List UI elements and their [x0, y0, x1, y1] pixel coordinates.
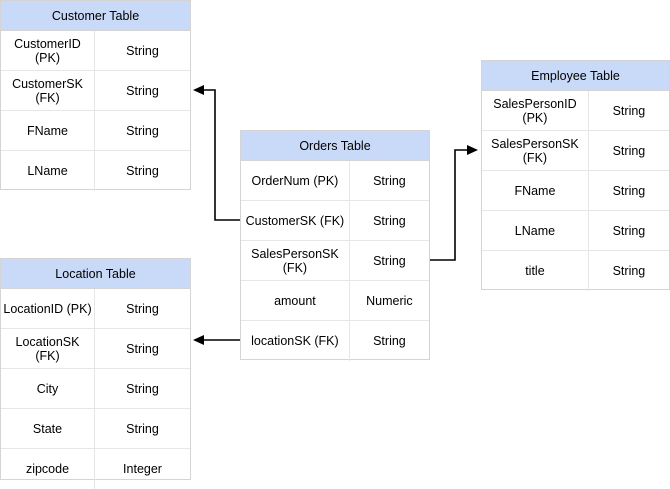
er-field-name: OrderNum (PK)	[241, 161, 350, 200]
er-field-row[interactable]: CustomerID (PK) String	[1, 31, 190, 71]
er-table-title-orders: Orders Table	[241, 131, 429, 161]
relationship-line	[430, 149, 473, 261]
er-field-type: Numeric	[366, 293, 413, 308]
er-field-type: String	[612, 264, 646, 278]
relationship-orders-customer	[193, 85, 240, 221]
er-field-name: CustomerID (PK)	[1, 31, 96, 70]
relationship-line	[198, 89, 240, 221]
relationship-orders-location	[193, 335, 240, 345]
er-field-row[interactable]: LocationSK (FK) String	[1, 329, 190, 369]
er-field-name: SalesPersonID (PK)	[482, 91, 589, 130]
er-field-type: String	[126, 381, 159, 396]
er-field-name: CustomerSK (FK)	[1, 71, 96, 110]
er-field-row[interactable]: title String	[482, 251, 669, 291]
er-field-type: String	[126, 164, 159, 178]
er-table-title-employee: Employee Table	[482, 61, 669, 91]
er-field-name: FName	[1, 111, 96, 150]
er-field-row[interactable]: SalesPersonID (PK) String	[482, 91, 669, 131]
relationship-orders-employee	[430, 145, 478, 261]
er-field-name: SalesPersonSK (FK)	[482, 131, 589, 170]
er-field-type: String	[126, 341, 159, 356]
er-field-type: String	[126, 301, 159, 316]
er-field-type: String	[612, 223, 646, 238]
er-field-row[interactable]: City String	[1, 369, 190, 409]
relationship-arrowhead-right	[467, 145, 478, 155]
er-field-row[interactable]: locationSK (FK) String	[241, 321, 429, 361]
er-field-type: String	[373, 253, 406, 268]
er-field-type: String	[126, 123, 159, 138]
er-field-name: LName	[1, 151, 96, 191]
er-field-row[interactable]: CustomerSK (FK) String	[1, 71, 190, 111]
er-field-type: String	[373, 213, 406, 228]
er-field-row[interactable]: OrderNum (PK) String	[241, 161, 429, 201]
er-field-name: amount	[241, 281, 350, 320]
er-field-row[interactable]: zipcode Integer	[1, 449, 190, 489]
er-table-title-customer: Customer Table	[1, 1, 190, 31]
er-field-type: String	[126, 83, 159, 98]
er-field-name: LocationID (PK)	[1, 289, 96, 328]
er-field-row[interactable]: LocationID (PK) String	[1, 289, 190, 329]
er-field-name: FName	[482, 171, 589, 210]
er-field-row[interactable]: amount Numeric	[241, 281, 429, 321]
er-field-name: State	[1, 409, 96, 448]
er-field-row[interactable]: State String	[1, 409, 190, 449]
er-field-name: LName	[482, 211, 589, 250]
er-field-type: String	[612, 183, 646, 198]
er-field-row[interactable]: FName String	[1, 111, 190, 151]
er-field-row[interactable]: FName String	[482, 171, 669, 211]
er-field-row[interactable]: LName String	[482, 211, 669, 251]
er-field-name: City	[1, 369, 96, 408]
er-field-name: zipcode	[1, 449, 96, 489]
er-field-name: LocationSK (FK)	[1, 329, 96, 368]
relationship-arrowhead-left	[193, 85, 204, 95]
er-field-row[interactable]: SalesPersonSK (FK) String	[482, 131, 669, 171]
er-field-name: title	[482, 251, 589, 291]
er-field-name: CustomerSK (FK)	[241, 201, 350, 240]
er-field-type: String	[612, 103, 646, 118]
er-table-title-location: Location Table	[1, 259, 190, 289]
er-field-type: String	[373, 334, 406, 348]
er-field-row[interactable]: LName String	[1, 151, 190, 191]
er-field-row[interactable]: CustomerSK (FK) String	[241, 201, 429, 241]
er-field-type: String	[612, 143, 646, 158]
er-field-name: SalesPersonSK (FK)	[241, 241, 350, 280]
er-field-type: String	[373, 173, 406, 188]
er-field-row[interactable]: SalesPersonSK (FK) String	[241, 241, 429, 281]
er-field-type: String	[126, 421, 159, 436]
er-field-type: Integer	[123, 462, 162, 476]
relationship-arrowhead-left	[193, 335, 204, 345]
er-field-type: String	[126, 43, 159, 58]
er-field-name: locationSK (FK)	[241, 321, 350, 361]
